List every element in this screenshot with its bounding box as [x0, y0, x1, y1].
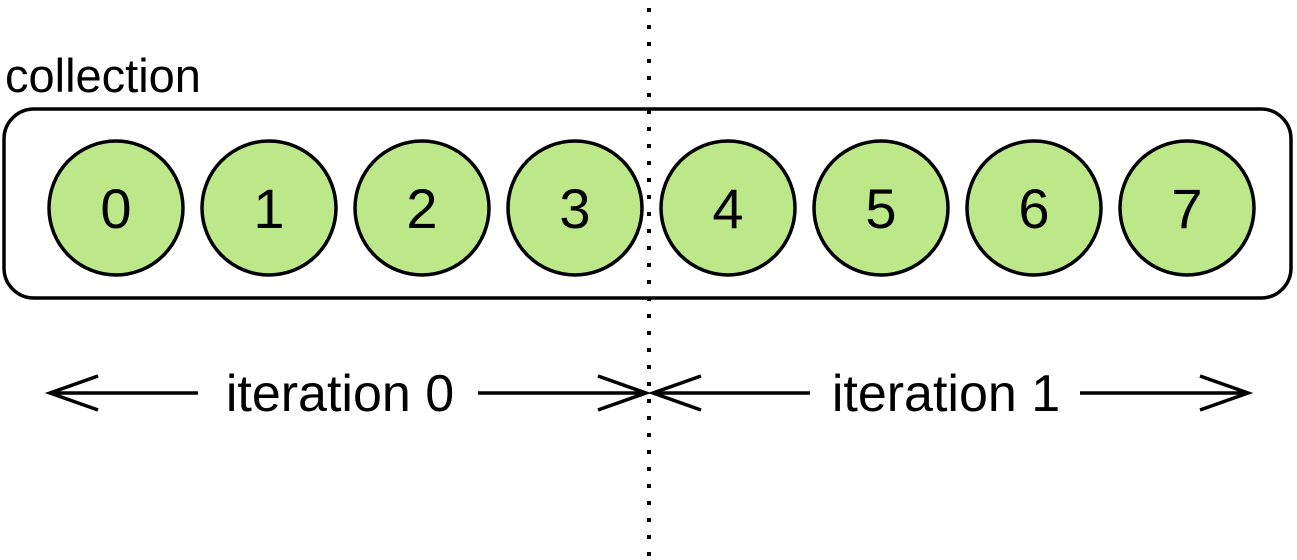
item-label: 0	[100, 177, 131, 240]
item-circle	[353, 139, 491, 277]
iteration-0-label: iteration 0	[226, 365, 454, 423]
item-circle	[659, 139, 797, 277]
item-circle	[1118, 139, 1256, 277]
iteration-1-span: iteration 1	[647, 365, 1254, 423]
item-circle	[506, 139, 644, 277]
iteration-0-span: iteration 0	[44, 365, 652, 423]
iteration-1-label: iteration 1	[832, 365, 1060, 423]
item-label: 4	[712, 177, 743, 240]
item-label: 5	[865, 177, 896, 240]
collection-item: 4	[659, 139, 797, 277]
collection-item: 7	[1118, 139, 1256, 277]
collection-item: 0	[47, 139, 185, 277]
arrow-left-head-icon	[647, 374, 702, 412]
collection-label: collection	[5, 49, 201, 102]
item-label: 1	[253, 177, 284, 240]
collection-item: 5	[812, 139, 950, 277]
item-circle	[965, 139, 1103, 277]
item-label: 2	[406, 177, 437, 240]
item-circle	[200, 139, 338, 277]
item-circle	[47, 139, 185, 277]
item-label: 3	[559, 177, 590, 240]
item-label: 7	[1171, 177, 1202, 240]
collection-item: 2	[353, 139, 491, 277]
item-label: 6	[1018, 177, 1049, 240]
arrow-right-head-icon	[1199, 374, 1254, 412]
item-circle	[812, 139, 950, 277]
collection-items: 0 1 2 3 4 5 6 7	[47, 139, 1256, 277]
arrow-right-head-icon	[597, 374, 652, 412]
collection-item: 6	[965, 139, 1103, 277]
collection-item: 3	[506, 139, 644, 277]
collection-item: 1	[200, 139, 338, 277]
arrow-left-head-icon	[44, 374, 99, 412]
